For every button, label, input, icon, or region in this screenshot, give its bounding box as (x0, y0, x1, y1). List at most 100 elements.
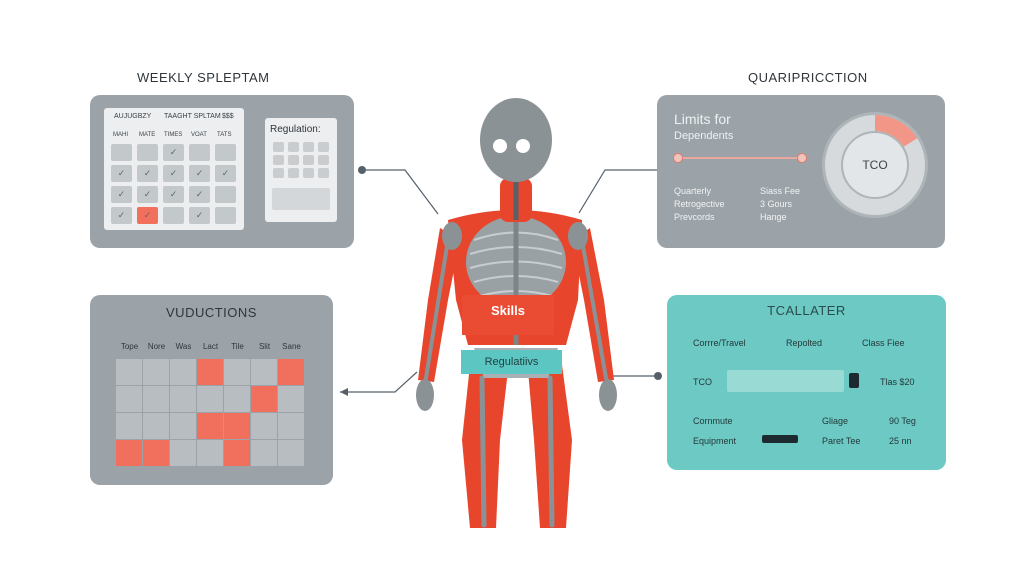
deductions-cell[interactable] (116, 359, 142, 385)
deductions-cell[interactable] (170, 413, 196, 439)
quarter-right-line: Hange (760, 212, 787, 222)
regulation-cell (303, 142, 314, 152)
deductions-cell[interactable] (143, 413, 169, 439)
left-hand (416, 379, 434, 411)
right-eye (516, 139, 530, 153)
weekly-day-cell[interactable]: ✓ (189, 165, 210, 182)
deductions-cell[interactable] (170, 359, 196, 385)
quarter-title-line2: Dependents (674, 130, 734, 142)
connector-dot-calc (654, 372, 662, 380)
left-humerus (424, 238, 450, 380)
deductions-cell[interactable] (278, 386, 304, 412)
weekly-day-cell[interactable] (215, 186, 236, 203)
weekly-day-cell[interactable]: ✓ (137, 207, 158, 224)
weekly-day-cell[interactable]: ✓ (137, 165, 158, 182)
deductions-cell[interactable] (251, 413, 277, 439)
deductions-col-header: Nore (147, 342, 166, 351)
right-humerus (580, 238, 608, 380)
deductions-cell[interactable] (116, 413, 142, 439)
deductions-cell[interactable] (278, 440, 304, 466)
tco-donut (822, 112, 928, 218)
weekly-day-cell[interactable]: ✓ (215, 165, 236, 182)
weekly-day-cell[interactable]: ✓ (163, 144, 184, 161)
connector-weekly (362, 169, 439, 215)
quarter-left-list: Quarterly Retrogective Prevcords (674, 185, 725, 224)
deductions-cell[interactable] (251, 359, 277, 385)
weekly-day-cell[interactable]: ✓ (163, 165, 184, 182)
deductions-col-header: Sane (282, 342, 301, 351)
weekly-day-cell[interactable] (215, 144, 236, 161)
deductions-col-header: Was (175, 342, 192, 351)
deductions-cell[interactable] (197, 440, 223, 466)
weekly-day-cell[interactable] (215, 207, 236, 224)
calc-tco-toggle[interactable] (849, 373, 859, 388)
deductions-col-header: Tope (120, 342, 139, 351)
calc-row3-right: 90 Teg (889, 416, 916, 426)
deductions-cell[interactable] (116, 440, 142, 466)
weekly-day-header: TATS (217, 132, 232, 138)
connector-quarter (578, 169, 665, 214)
weekly-panel: AUJUGBZY TAAGHT SPLTAM $$$ MAHI MATE TIM… (90, 95, 354, 248)
weekly-day-header: TIMES (164, 132, 183, 138)
regulation-block (272, 188, 330, 210)
calc-row1-left: Corrre/Travel (693, 338, 746, 348)
weekly-col-header: $$$ (222, 113, 234, 120)
weekly-day-cell[interactable]: ✓ (189, 186, 210, 203)
quarter-slider-handle-right[interactable] (797, 153, 807, 163)
left-eye (493, 139, 507, 153)
deductions-cell[interactable] (197, 413, 223, 439)
regulation-cell (273, 168, 284, 178)
weekly-day-header: MATE (139, 132, 156, 138)
deductions-cell[interactable] (278, 359, 304, 385)
connector-deductions (340, 371, 418, 393)
deductions-cell[interactable] (251, 440, 277, 466)
deductions-cell[interactable] (278, 413, 304, 439)
deductions-cell[interactable] (170, 386, 196, 412)
calc-tco-input[interactable] (727, 370, 844, 392)
weekly-col-header: AUJUGBZY (114, 113, 152, 120)
skills-label: Skills (491, 303, 525, 318)
weekly-day-cell[interactable]: ✓ (137, 186, 158, 203)
deductions-cell[interactable] (197, 386, 223, 412)
deductions-cell[interactable] (251, 386, 277, 412)
calc-row4-mid: Paret Tee (822, 436, 861, 446)
regulations-band (461, 350, 562, 374)
deductions-cell[interactable] (170, 440, 196, 466)
regulation-cell (288, 142, 299, 152)
quarter-slider-track[interactable] (677, 157, 801, 159)
quarter-left-line: Retrogective (674, 199, 725, 209)
deductions-cell[interactable] (224, 386, 250, 412)
weekly-day-cell[interactable] (111, 144, 132, 161)
weekly-day-cell[interactable]: ✓ (163, 186, 184, 203)
weekly-grid: ✓ ✓ ✓ ✓ ✓ ✓ ✓ ✓ ✓ ✓ ✓ ✓ ✓ (111, 144, 241, 228)
calc-row3-left: Cornmute (693, 416, 733, 426)
weekly-day-cell[interactable]: ✓ (111, 207, 132, 224)
weekly-day-cell[interactable] (137, 144, 158, 161)
weekly-day-cell[interactable] (189, 144, 210, 161)
quarter-left-line: Quarterly (674, 186, 712, 196)
deductions-cell[interactable] (224, 440, 250, 466)
quarter-slider-handle-left[interactable] (673, 153, 683, 163)
weekly-day-cell[interactable]: ✓ (111, 165, 132, 182)
quarter-right-line: 3 Gours (760, 199, 793, 209)
skull (480, 98, 552, 182)
deductions-col-header: Lact (202, 342, 219, 351)
weekly-day-cell[interactable]: ✓ (111, 186, 132, 203)
weekly-day-cell[interactable] (163, 207, 184, 224)
deductions-cell[interactable] (197, 359, 223, 385)
deductions-cell[interactable] (116, 386, 142, 412)
weekly-day-cell[interactable]: ✓ (189, 207, 210, 224)
quarter-right-line: Siass Fee (760, 186, 801, 196)
deductions-cell[interactable] (224, 359, 250, 385)
deductions-cell[interactable] (224, 413, 250, 439)
deductions-cell[interactable] (143, 386, 169, 412)
weekly-heading: WEEKLY SPLEPTAM (137, 70, 270, 85)
deductions-cell[interactable] (143, 359, 169, 385)
regulation-cell (318, 155, 329, 165)
weekly-col-header: TAAGHT SPLTAM (164, 113, 221, 120)
deductions-cell[interactable] (143, 440, 169, 466)
regulation-cell (318, 142, 329, 152)
